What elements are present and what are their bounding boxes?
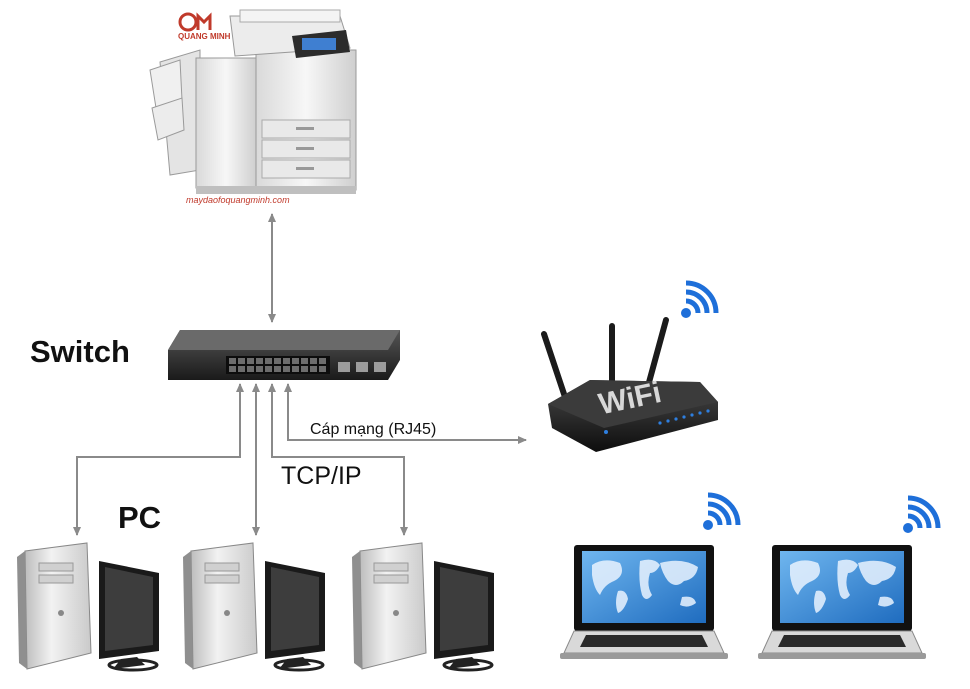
switch-label: Switch [30, 334, 130, 369]
world-map-icon [592, 559, 698, 613]
tcpip-label: TCP/IP [281, 462, 362, 490]
laptop-2 [758, 545, 926, 659]
printer-device [149, 9, 357, 194]
switch-device [168, 330, 400, 380]
switch-ports [229, 358, 326, 372]
wifi-signal-icon [903, 495, 941, 533]
wifi-router-device: WiFi [541, 317, 718, 452]
cable-label: Cáp mạng (RJ45) [310, 421, 437, 438]
switch-pc1-link [73, 383, 244, 536]
connectors [73, 213, 527, 536]
desktop-pc-3 [352, 542, 494, 672]
world-map-icon [790, 559, 896, 613]
desktop-pc-1 [17, 542, 159, 672]
wifi-signal-icon [681, 280, 719, 318]
logo-subtitle: QUANG MINH [178, 32, 231, 41]
desktop-pc-2 [183, 542, 325, 672]
switch-pc3-link [268, 383, 408, 536]
laptop-1 [560, 545, 728, 659]
watermark-text: maydaofoquangminh.com [186, 195, 290, 205]
company-logo [178, 12, 212, 32]
pc-label: PC [118, 500, 162, 535]
wifi-signal-icon [703, 492, 741, 530]
